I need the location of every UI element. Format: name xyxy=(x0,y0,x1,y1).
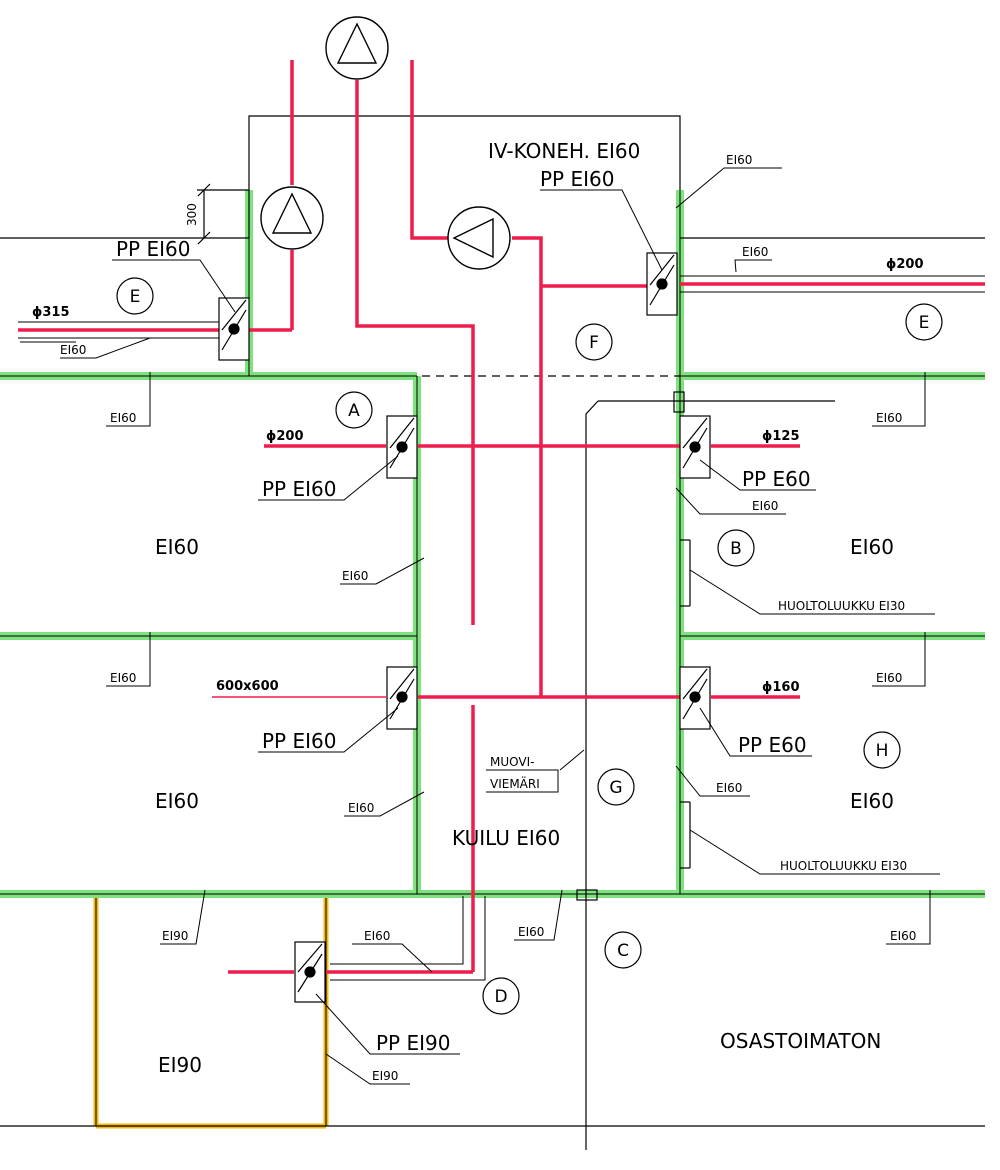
room-floor2-right: EI60 xyxy=(850,535,894,559)
damper-top-left xyxy=(218,297,250,361)
callout-g: G xyxy=(609,778,622,798)
label-fire: EI60 xyxy=(742,245,768,259)
damper-basement xyxy=(294,941,326,1003)
room-shaft: KUILU EI60 xyxy=(452,826,560,850)
leader-lines xyxy=(20,167,940,1085)
room-floor2-left: EI60 xyxy=(155,535,199,559)
label-fire: EI60 xyxy=(518,925,544,939)
label-fire: EI60 xyxy=(876,411,902,425)
duct-network xyxy=(18,60,985,974)
callout-e-left: E xyxy=(130,287,141,307)
label-duct-200-top: ϕ200 xyxy=(886,257,924,272)
label-fire: EI60 xyxy=(890,929,916,943)
callout-b: B xyxy=(730,539,742,559)
room-basement-right: OSASTOIMATON xyxy=(720,1029,881,1053)
label-duct-600: 600x600 xyxy=(216,679,279,694)
label-fire: EI60 xyxy=(752,499,778,513)
label-fire: EI60 xyxy=(876,671,902,685)
label-duct-160: ϕ160 xyxy=(762,680,800,695)
callout-h: H xyxy=(876,741,889,761)
label-fire: EI60 xyxy=(716,781,742,795)
label-fire: EI60 xyxy=(60,343,86,357)
ei90-compartment-cores xyxy=(95,898,327,1126)
label-duct-315: ϕ315 xyxy=(32,305,70,320)
label-fire: EI60 xyxy=(110,671,136,685)
label-damper-basement: PP EI90 xyxy=(376,1031,450,1055)
label-fire: EI60 xyxy=(348,801,374,815)
label-fire: EI90 xyxy=(162,929,188,943)
room-floor1-left: EI60 xyxy=(155,789,199,813)
label-pipe-line1: MUOVI- xyxy=(490,755,534,769)
room-basement-left: EI90 xyxy=(158,1053,202,1077)
label-hatch-upper: HUOLTOLUUKKU EI30 xyxy=(778,599,905,613)
label-damper-machine: PP EI60 xyxy=(540,167,614,191)
label-fire: EI60 xyxy=(726,153,752,167)
fan-left xyxy=(260,186,324,250)
callout-d: D xyxy=(494,987,507,1007)
label-fire: EI60 xyxy=(110,411,136,425)
hatch-symbols xyxy=(680,539,691,869)
callout-circles xyxy=(116,277,943,1015)
label-fire: EI90 xyxy=(372,1069,398,1083)
callout-a: A xyxy=(348,401,360,421)
fan-top xyxy=(325,16,389,80)
fan-middle xyxy=(447,206,511,270)
ei90-compartment xyxy=(93,898,329,1129)
room-floor1-right: EI60 xyxy=(850,789,894,813)
label-damper-top-left: PP EI60 xyxy=(116,237,190,261)
label-fire: EI60 xyxy=(364,929,390,943)
damper-machine-room xyxy=(646,252,678,316)
room-machine-room: IV-KONEH. EI60 xyxy=(488,139,640,163)
callout-c: C xyxy=(617,941,629,961)
damper-f2-right xyxy=(679,415,711,479)
building-outline xyxy=(0,115,985,1150)
label-fire: EI60 xyxy=(342,569,368,583)
label-hatch-lower: HUOLTOLUUKKU EI30 xyxy=(780,859,907,873)
callout-e-right: E xyxy=(919,313,930,333)
label-damper-f1-left: PP EI60 xyxy=(262,729,336,753)
label-damper-f2-left: PP EI60 xyxy=(262,477,336,501)
label-pipe-line2: VIEMÄRI xyxy=(490,776,540,791)
callout-f: F xyxy=(589,333,599,353)
label-duct-200-f2: ϕ200 xyxy=(266,429,304,444)
damper-f1-right xyxy=(679,666,711,730)
label-dimension-300: 300 xyxy=(185,203,199,226)
label-damper-f1-right: PP E60 xyxy=(738,733,807,757)
label-duct-125: ϕ125 xyxy=(762,429,800,444)
label-damper-f2-right: PP E60 xyxy=(742,467,811,491)
damper-f2-left xyxy=(386,415,418,479)
damper-f1-left xyxy=(386,666,418,730)
duct-companion-lines xyxy=(18,275,985,981)
